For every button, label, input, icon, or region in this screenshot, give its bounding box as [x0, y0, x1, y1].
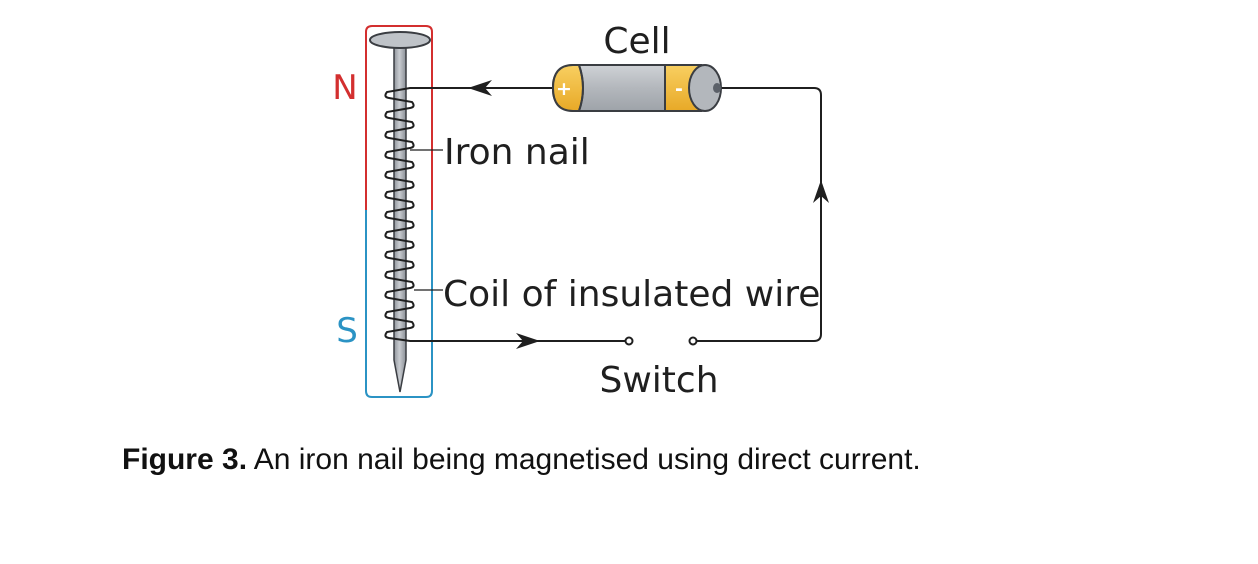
- current-arrow-top: [468, 80, 492, 96]
- cell: + -: [551, 64, 722, 112]
- switch-contact-left: [624, 336, 634, 346]
- negative-terminal-label: -: [675, 78, 683, 100]
- cell-negative-nub: [713, 83, 721, 93]
- electromagnet-diagram: N S + - Cell Switch Iron nail Co: [332, 21, 829, 401]
- positive-terminal-label: +: [556, 78, 572, 100]
- north-pole-label: N: [332, 68, 357, 108]
- north-half-outline: [365, 25, 433, 210]
- switch-label: Switch: [599, 360, 718, 401]
- south-pole-label: S: [336, 311, 358, 351]
- current-arrow-right: [813, 180, 829, 203]
- switch-contact-right: [688, 336, 698, 346]
- caption-text: An iron nail being magnetised using dire…: [247, 443, 921, 476]
- magnet-polarity-box: [365, 25, 433, 398]
- current-arrow-bottom: [516, 333, 540, 349]
- south-half-outline: [365, 210, 433, 398]
- iron-nail: [369, 31, 431, 393]
- cell-label: Cell: [603, 21, 670, 62]
- coil-label: Coil of insulated wire: [443, 274, 820, 315]
- wire-coil: [384, 87, 417, 342]
- figure-caption: Figure 3. An iron nail being magnetised …: [122, 443, 921, 477]
- right-wire: [693, 87, 822, 342]
- cell-band-divider: [578, 64, 584, 112]
- iron-nail-label: Iron nail: [444, 132, 590, 173]
- switch: [624, 336, 698, 346]
- nail-head: [369, 31, 431, 49]
- figure-number: Figure 3.: [122, 443, 248, 476]
